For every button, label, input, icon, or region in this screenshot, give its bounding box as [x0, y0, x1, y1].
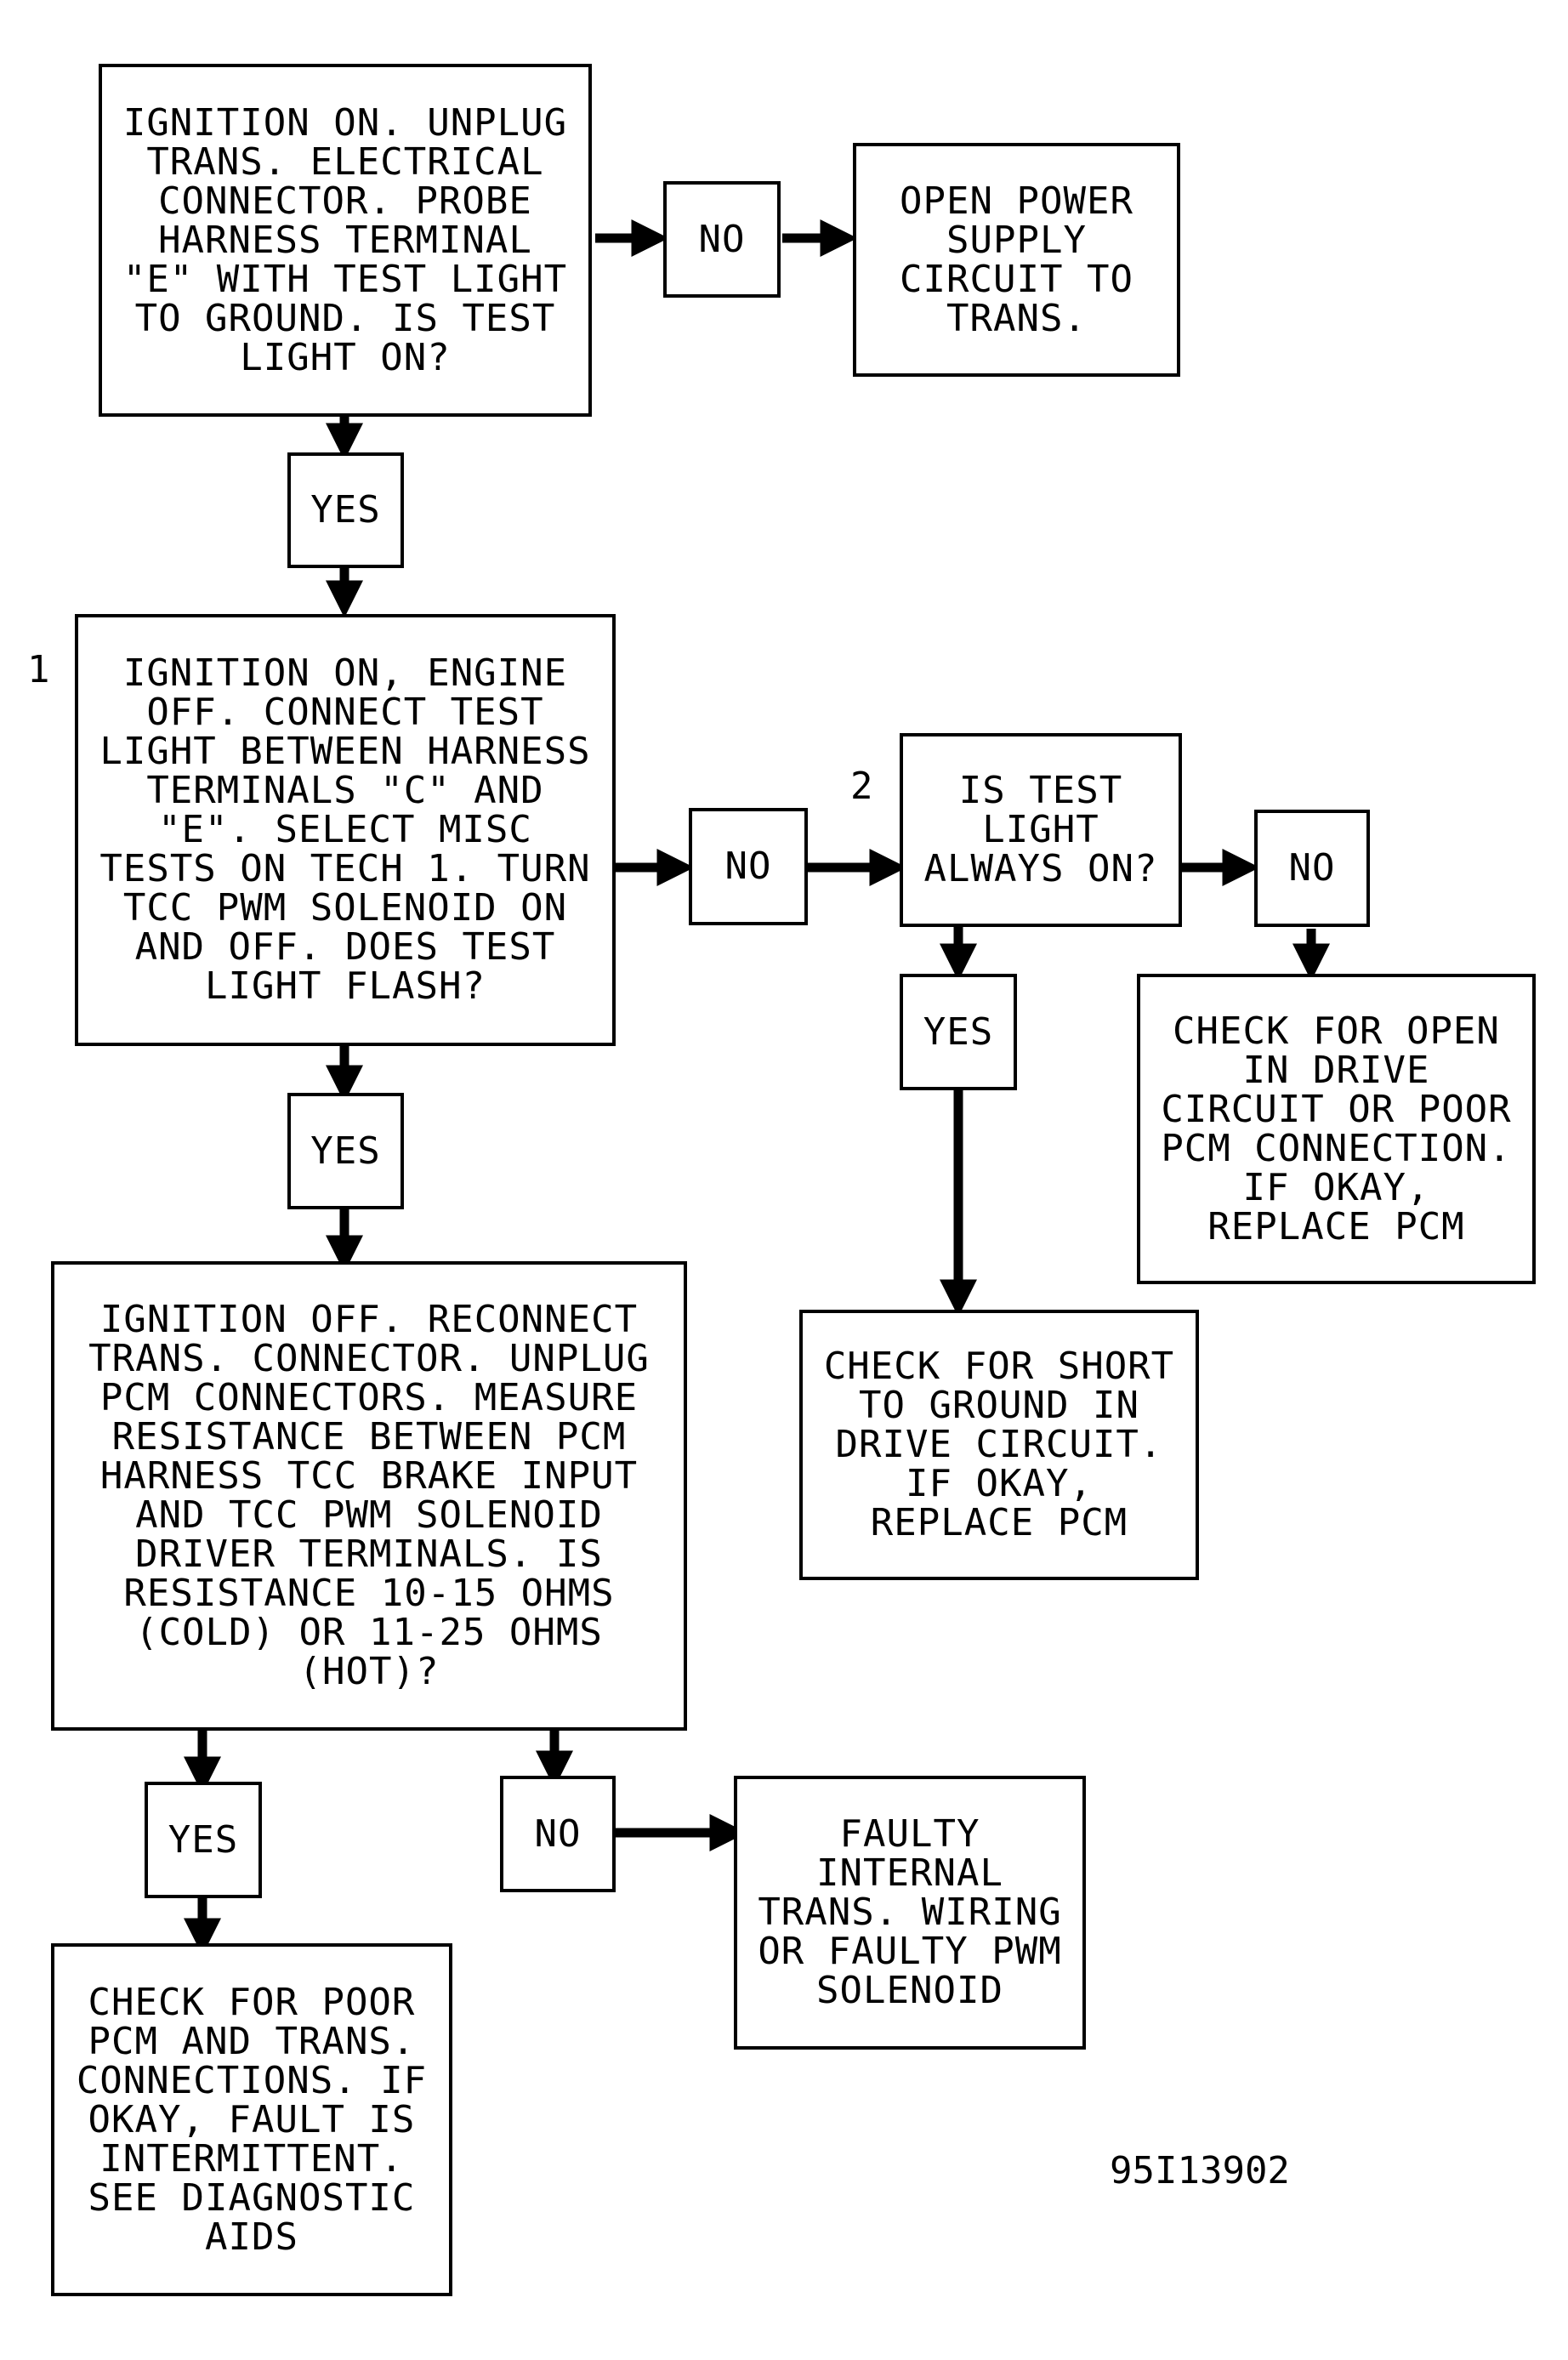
open-power-supply-result: OPEN POWER SUPPLY CIRCUIT TO TRANS.: [853, 143, 1180, 377]
b3-no-label: NO: [1254, 810, 1370, 927]
short-to-ground-result: CHECK FOR SHORT TO GROUND IN DRIVE CIRCU…: [799, 1310, 1199, 1580]
b2-yes-label: YES: [287, 1093, 404, 1209]
step2-test-box: IGNITION ON, ENGINE OFF. CONNECT TEST LI…: [75, 614, 616, 1046]
b4-yes-label: YES: [145, 1782, 262, 1898]
step-label-2: 2: [850, 765, 873, 808]
open-drive-circuit-result: CHECK FOR OPEN IN DRIVE CIRCUIT OR POOR …: [1137, 974, 1536, 1284]
b1-no-label: NO: [663, 181, 781, 298]
b4-no-label: NO: [500, 1776, 616, 1892]
faulty-wiring-result: FAULTY INTERNAL TRANS. WIRING OR FAULTY …: [734, 1776, 1086, 2050]
poor-connections-result: CHECK FOR POOR PCM AND TRANS. CONNECTION…: [51, 1943, 452, 2296]
step4-resistance-box: IGNITION OFF. RECONNECT TRANS. CONNECTOR…: [51, 1261, 687, 1731]
step-label-1: 1: [27, 648, 50, 691]
step3-test-box: IS TEST LIGHT ALWAYS ON?: [900, 733, 1182, 927]
b3-yes-label: YES: [900, 974, 1017, 1090]
step1-test-box: IGNITION ON. UNPLUG TRANS. ELECTRICAL CO…: [99, 64, 592, 417]
b2-no-label: NO: [689, 808, 808, 925]
figure-code: 95I13902: [1110, 2149, 1290, 2192]
b1-yes-label: YES: [287, 452, 404, 568]
